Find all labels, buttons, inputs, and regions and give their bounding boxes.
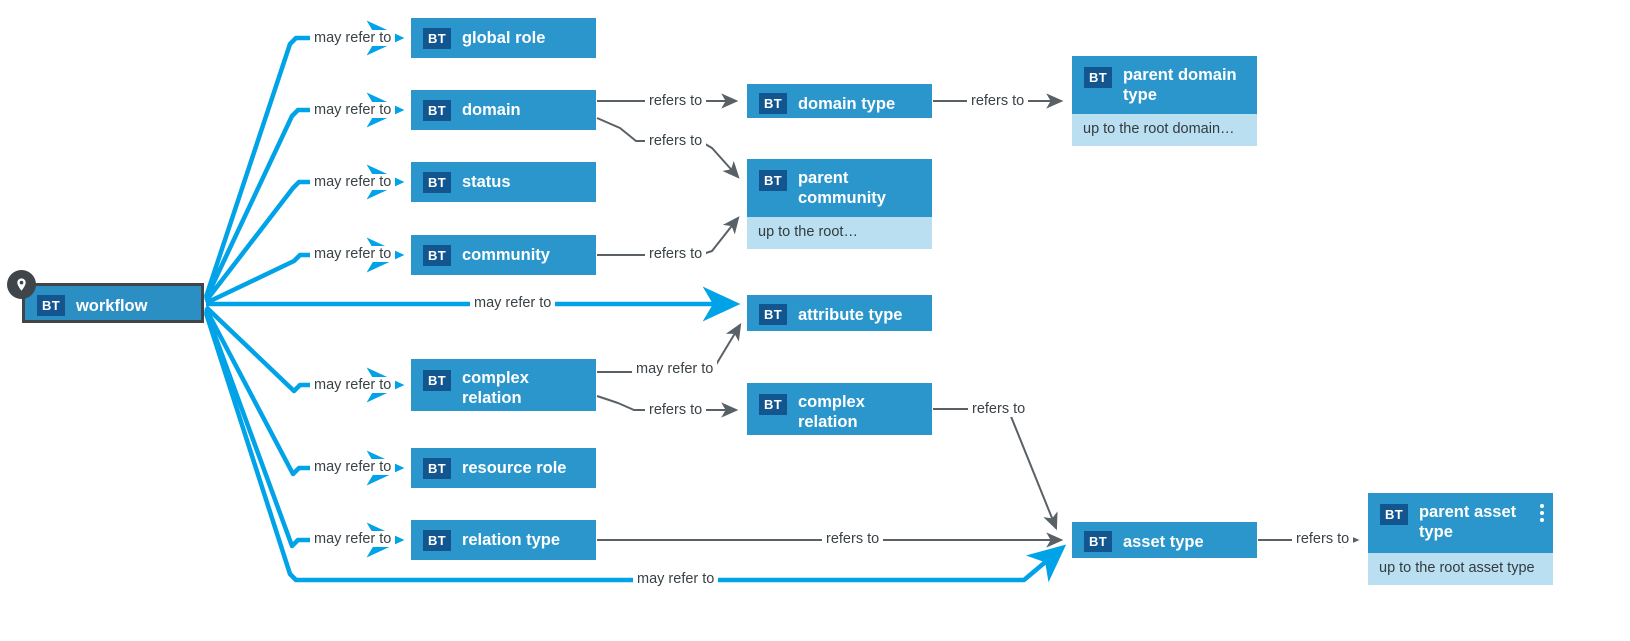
node-title: attribute type	[797, 305, 903, 324]
node-title: status	[461, 173, 511, 191]
node-complex-relation-type[interactable]: BT complex relation type	[411, 359, 596, 427]
node-header: BT domain	[411, 90, 596, 130]
bt-badge-icon: BT	[37, 295, 65, 316]
node-title: complex relation type leg	[797, 393, 865, 451]
node-title: community	[461, 246, 550, 264]
edge-label-workflow-community: may refer to	[310, 246, 396, 262]
bt-badge-icon: BT	[1084, 67, 1112, 88]
node-subtitle: up to the root domain…	[1072, 114, 1257, 146]
node-parent-community[interactable]: BT parent community up to the root…	[747, 159, 932, 249]
node-parent-asset-type[interactable]: BT parent asset type up to the root asse…	[1368, 493, 1553, 585]
node-title: domain	[461, 101, 521, 119]
edge-label-crt-leg-asset-type: refers to	[968, 401, 1030, 417]
edge-workflow-relation-type[interactable]	[203, 310, 405, 558]
kebab-menu-icon[interactable]	[1540, 504, 1544, 522]
node-domain-type[interactable]: BT domain type	[747, 84, 932, 118]
node-status[interactable]: BT status	[411, 162, 596, 202]
node-complex-relation-type-leg[interactable]: BT complex relation type leg	[747, 383, 932, 451]
edge-label-workflow-asset-type: may refer to	[633, 571, 719, 587]
node-header: BT global role	[411, 18, 596, 58]
edge-label-crt-attribute-type: may refer to	[632, 361, 718, 377]
bt-badge-icon: BT	[759, 304, 787, 325]
bt-badge-icon: BT	[759, 170, 787, 191]
node-header: BT parent asset type	[1368, 493, 1553, 553]
node-title: resource role	[461, 459, 567, 477]
bt-badge-icon: BT	[423, 529, 451, 551]
node-title: global role	[461, 29, 546, 47]
location-pin-icon	[7, 270, 36, 299]
bt-badge-icon: BT	[423, 370, 451, 391]
edge-label-domain-parent-community: refers to	[645, 133, 707, 149]
node-global-role[interactable]: BT global role	[411, 18, 596, 58]
node-header: BT attribute type	[747, 295, 932, 334]
node-subtitle: up to the root asset type	[1368, 553, 1553, 585]
node-attribute-type[interactable]: BT attribute type	[747, 295, 932, 331]
bt-badge-icon: BT	[423, 99, 451, 121]
edge-label-asset-type-parent-asset: refers to	[1292, 531, 1354, 547]
edge-label-crt-crt-leg: refers to	[645, 402, 707, 418]
edge-label-workflow-global-role: may refer to	[310, 30, 396, 46]
edge-label-workflow-resource-role: may refer to	[310, 459, 396, 475]
node-header: BT parent community	[747, 159, 932, 217]
bt-badge-icon: BT	[423, 244, 451, 266]
node-domain[interactable]: BT domain	[411, 90, 596, 130]
edge-label-relation-type-asset-type: refers to	[822, 531, 884, 547]
node-title: asset type	[1122, 532, 1204, 551]
node-workflow[interactable]: BT workflow	[22, 283, 204, 323]
bt-badge-icon: BT	[423, 457, 451, 479]
edge-label-community-parent-community: refers to	[645, 246, 707, 262]
node-community[interactable]: BT community	[411, 235, 596, 275]
node-title: complex relation type	[461, 369, 529, 427]
bt-badge-icon: BT	[759, 93, 787, 114]
node-relation-type[interactable]: BT relation type	[411, 520, 596, 560]
node-header: BT status	[411, 162, 596, 202]
node-header: BT domain type	[747, 84, 932, 123]
node-resource-role[interactable]: BT resource role	[411, 448, 596, 488]
node-header: BT relation type	[411, 520, 596, 560]
node-title: relation type	[461, 531, 561, 549]
edge-label-domain-type-parent-domain: refers to	[967, 93, 1029, 109]
edge-label-workflow-status: may refer to	[310, 174, 396, 190]
node-asset-type[interactable]: BT asset type	[1072, 522, 1257, 558]
edge-complex-relation-type-leg-asset-type[interactable]	[933, 408, 1058, 531]
node-title: parent asset type	[1418, 503, 1517, 541]
node-header: BT resource role	[411, 448, 596, 488]
node-title: parent domain type	[1122, 66, 1237, 104]
edge-label-workflow-relation-type: may refer to	[310, 531, 396, 547]
node-subtitle: up to the root…	[747, 217, 932, 249]
node-header: BT workflow	[25, 286, 201, 325]
bt-badge-icon: BT	[759, 394, 787, 415]
node-title: domain type	[797, 94, 896, 113]
node-header: BT complex relation type	[411, 359, 596, 437]
node-title: parent community	[797, 169, 886, 207]
node-title: workflow	[75, 296, 148, 315]
bt-badge-icon: BT	[1084, 531, 1112, 552]
edge-label-workflow-domain: may refer to	[310, 102, 396, 118]
edge-label-workflow-attribute-type: may refer to	[470, 295, 556, 311]
bt-badge-icon: BT	[1380, 504, 1408, 525]
edge-workflow-asset-type[interactable]	[203, 312, 1067, 583]
bt-badge-icon: BT	[423, 171, 451, 193]
node-header: BT asset type	[1072, 522, 1257, 561]
node-parent-domain-type[interactable]: BT parent domain type up to the root dom…	[1072, 56, 1257, 146]
edge-label-domain-domain-type: refers to	[645, 93, 707, 109]
node-header: BT community	[411, 235, 596, 275]
node-header: BT complex relation type leg	[747, 383, 932, 461]
node-header: BT parent domain type	[1072, 56, 1257, 114]
edge-label-workflow-complex-relation: may refer to	[310, 377, 396, 393]
bt-badge-icon: BT	[423, 27, 451, 49]
